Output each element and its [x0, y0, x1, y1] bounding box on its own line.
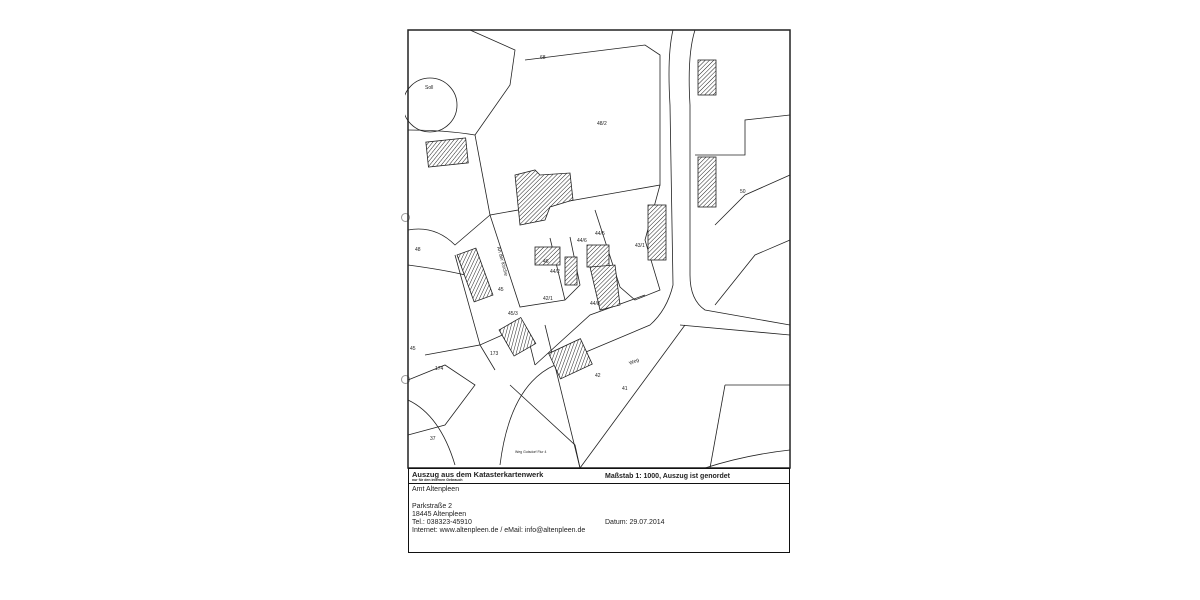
document-date: Datum: 29.07.2014	[605, 519, 665, 526]
street-label: Weg Gutsdorf Flur 4	[515, 450, 547, 454]
legend-subtitle: nur für den internen Gebrauch	[412, 478, 463, 482]
parcel-label: 45	[498, 287, 504, 293]
parcel-label: 48/2	[597, 121, 607, 127]
parcel-label: 50	[740, 189, 746, 195]
parcel-label: 44/5	[595, 231, 605, 237]
office-name: Amt Altenpleen	[412, 486, 460, 493]
parcel-label: 173	[490, 351, 499, 357]
parcel-label: 45/3	[508, 311, 518, 317]
parcel-label: 41	[622, 386, 628, 392]
parcel-label: 42	[595, 373, 601, 379]
parcel-label: Soll	[425, 85, 433, 91]
parcel-label: 37	[430, 436, 436, 442]
office-city: 18445 Altenpleen	[412, 511, 467, 518]
parcel-label: 44/8	[590, 301, 600, 307]
office-street: Parkstraße 2	[412, 503, 453, 510]
parcel-label: 45	[410, 346, 416, 352]
map-legend: Auszug aus dem Katasterkartenwerk nur fü…	[408, 468, 790, 553]
map-scale: Maßstab 1: 1000, Auszug ist genordet	[605, 473, 730, 480]
legend-title: Auszug aus dem Katasterkartenwerk	[412, 470, 544, 479]
parcel-label: 46	[543, 259, 549, 265]
parcel-label: 43/1	[635, 243, 645, 249]
street-label: An der Kirche	[495, 246, 509, 277]
office-internet: Internet: www.altenpleen.de / eMail: inf…	[412, 527, 586, 534]
parcel-label: 48	[415, 247, 421, 253]
parcel-label: 68	[540, 55, 546, 61]
parcel-label: 174	[435, 366, 444, 372]
cadastral-map: Soll 68 48/2 50 48 45 174 173 37 42 41 4…	[405, 29, 791, 469]
parcel-label: 44/6	[577, 238, 587, 244]
street-label: Weg	[628, 357, 640, 367]
office-phone: Tel.: 038323-45910	[412, 519, 472, 526]
punch-hole	[401, 213, 410, 222]
parcel-label: 44/2	[550, 269, 560, 275]
cadastral-sheet: Soll 68 48/2 50 48 45 174 173 37 42 41 4…	[401, 25, 795, 557]
parcel-label: 42/1	[543, 296, 553, 302]
